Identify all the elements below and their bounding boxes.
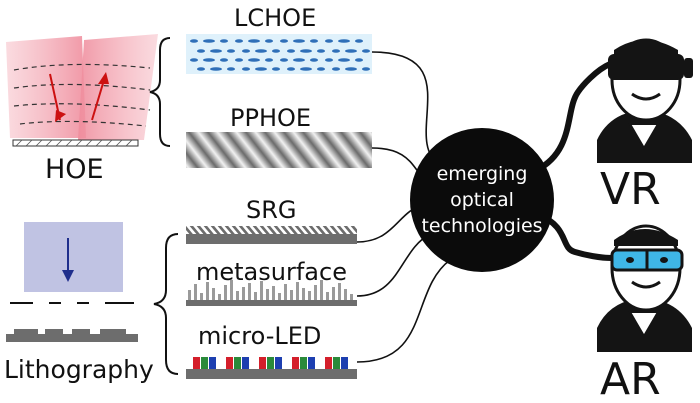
metasurface-illustration	[186, 280, 357, 306]
ar-glasses-person-icon	[597, 224, 692, 352]
label-lithography: Lithography	[4, 355, 154, 384]
srg-illustration	[186, 226, 357, 244]
hub-line-3: technologies	[421, 215, 542, 237]
vr-headset-person-icon	[597, 38, 693, 163]
pphoe-illustration	[186, 132, 372, 168]
brace-top	[149, 37, 171, 147]
label-lchoe: LCHOE	[234, 4, 316, 32]
hoe-illustration	[6, 34, 158, 147]
hub-line-1: emerging	[437, 163, 528, 185]
micro-led-illustration	[186, 357, 357, 379]
arrow-up-icon	[91, 79, 105, 121]
lchoe-illustration	[186, 34, 372, 74]
brace-bottom	[153, 233, 179, 375]
lithography-illustration	[6, 222, 138, 342]
technology-hub: emerging optical technologies	[410, 128, 554, 272]
label-ar: AR	[600, 354, 661, 403]
label-micro-led: micro-LED	[198, 322, 321, 350]
label-vr: VR	[600, 164, 661, 215]
label-pphoe: PPHOE	[230, 104, 311, 132]
hub-line-2: optical	[450, 189, 514, 211]
label-metasurface: metasurface	[196, 258, 347, 286]
hoe-substrate	[12, 139, 139, 147]
label-hoe: HOE	[45, 154, 104, 185]
label-srg: SRG	[246, 196, 297, 224]
